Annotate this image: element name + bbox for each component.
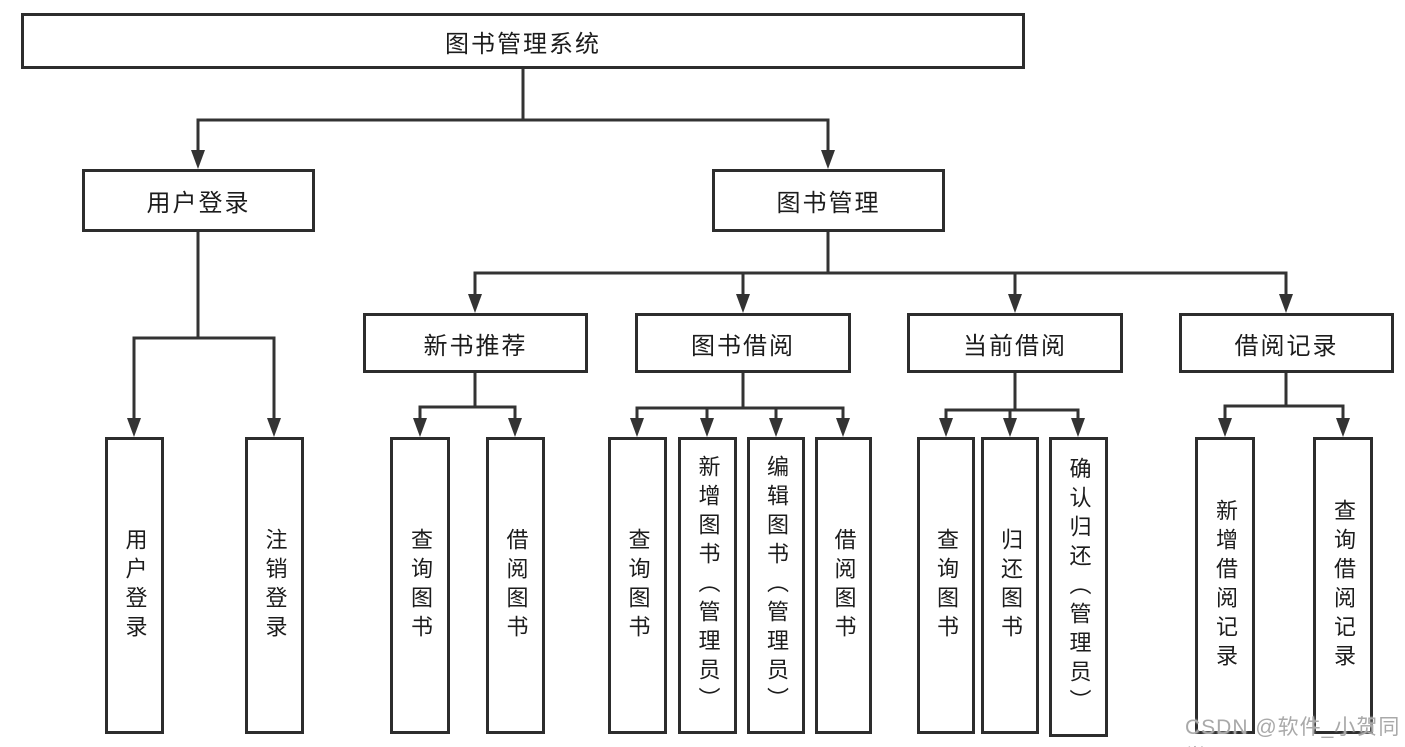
- connector-current-borrow-branch: [944, 369, 1080, 422]
- arrowhead: [700, 418, 714, 437]
- node-label: 新增借阅记录: [1213, 498, 1238, 673]
- node-label: 借阅图书: [831, 527, 857, 644]
- node-label: 用户登录: [146, 190, 251, 217]
- arrowhead: [769, 418, 783, 437]
- node-label: 查询图书: [934, 527, 959, 644]
- node-label: 查询借阅记录: [1331, 498, 1356, 673]
- arrowhead: [736, 294, 750, 313]
- leaf-logout: 注销登录: [245, 437, 304, 734]
- leaf-add-book-admin: 新增图书（管理员）: [678, 437, 737, 734]
- leaf-return-book: 归还图书: [981, 437, 1039, 734]
- leaf-confirm-return-admin: 确认归还（管理员）: [1049, 437, 1108, 737]
- arrowhead: [630, 418, 644, 437]
- arrowhead: [127, 418, 141, 437]
- arrowhead: [1336, 418, 1350, 437]
- leaf-add-borrow-record: 新增借阅记录: [1195, 437, 1255, 734]
- leaf-borrow-books-1: 借阅图书: [486, 437, 545, 734]
- leaf-query-books-3: 查询图书: [917, 437, 975, 734]
- leaf-query-borrow-record: 查询借阅记录: [1313, 437, 1373, 734]
- node-book-management-branch: 图书管理: [712, 169, 945, 232]
- connector-root-to-level2: [196, 64, 830, 153]
- node-label: 查询图书: [625, 527, 651, 644]
- node-label: 借阅记录: [1234, 332, 1339, 360]
- arrowhead: [1279, 294, 1293, 313]
- node-user-login-branch: 用户登录: [82, 169, 315, 232]
- node-label: 图书管理系统: [445, 30, 601, 58]
- node-label: 用户登录: [122, 527, 148, 644]
- leaf-query-books-2: 查询图书: [608, 437, 667, 734]
- node-new-book-recommend: 新书推荐: [363, 313, 588, 373]
- leaf-user-login: 用户登录: [105, 437, 164, 734]
- node-label: 注销登录: [262, 527, 288, 644]
- node-borrow-record: 借阅记录: [1179, 313, 1394, 373]
- node-label: 图书借阅: [691, 332, 795, 360]
- arrowhead: [267, 418, 281, 437]
- node-library-management-system: 图书管理系统: [21, 13, 1025, 69]
- connector-user-login-branch: [132, 228, 276, 422]
- arrowhead: [468, 294, 482, 313]
- node-label: 借阅图书: [503, 527, 529, 644]
- connector-book-management-branch: [473, 228, 1288, 298]
- connector-new-book-recommend-branch: [418, 369, 517, 422]
- arrowhead: [191, 150, 205, 169]
- arrowheads: [127, 150, 1350, 437]
- node-label: 确认归还（管理员）: [1066, 456, 1092, 718]
- node-label: 查询图书: [408, 527, 433, 644]
- connector-borrow-record-branch: [1223, 369, 1345, 422]
- arrowhead: [1003, 418, 1017, 437]
- arrowhead: [1218, 418, 1232, 437]
- arrowhead: [508, 418, 522, 437]
- arrowhead: [836, 418, 850, 437]
- node-label: 图书管理: [776, 190, 881, 217]
- leaf-query-books-1: 查询图书: [390, 437, 450, 734]
- node-label: 新书推荐: [423, 332, 528, 360]
- arrowhead: [939, 418, 953, 437]
- arrowhead: [1008, 294, 1022, 313]
- node-label: 新增图书（管理员）: [695, 455, 721, 716]
- arrowhead: [1071, 418, 1085, 437]
- arrowhead: [821, 150, 835, 169]
- node-label: 编辑图书（管理员）: [764, 455, 789, 716]
- leaf-borrow-books-2: 借阅图书: [815, 437, 872, 734]
- csdn-watermark: CSDN @软件_小贺同学: [1185, 716, 1401, 747]
- connector-book-borrow-branch: [635, 369, 845, 422]
- node-current-borrow: 当前借阅: [907, 313, 1123, 373]
- arrowhead: [413, 418, 427, 437]
- leaf-edit-book-admin: 编辑图书（管理员）: [747, 437, 805, 734]
- node-book-borrow: 图书借阅: [635, 313, 851, 373]
- node-label: 当前借阅: [963, 332, 1067, 360]
- node-label: 归还图书: [998, 527, 1023, 644]
